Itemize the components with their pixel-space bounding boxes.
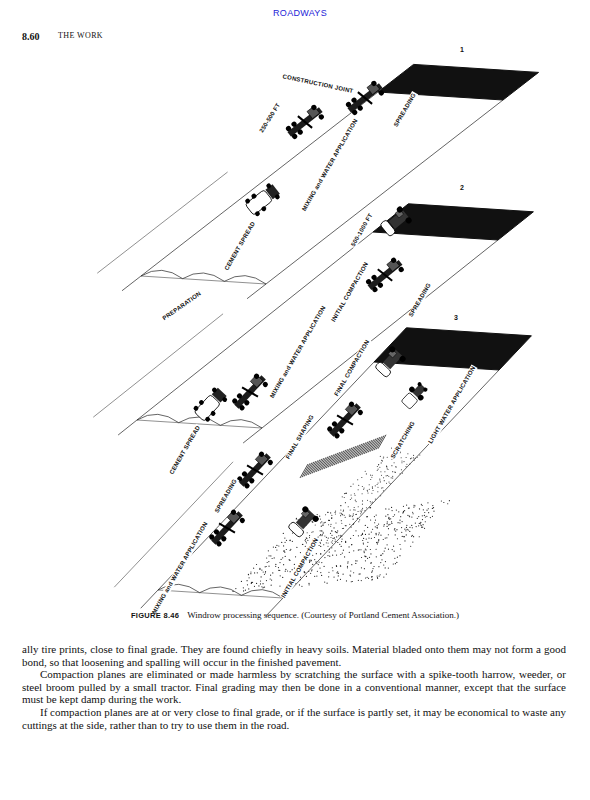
strip-end bbox=[158, 590, 283, 598]
scratched-surface bbox=[300, 435, 386, 478]
finished-pavement bbox=[374, 328, 531, 370]
figure-label: MIXING and WATER APPLICATION bbox=[268, 304, 327, 400]
roller-machine bbox=[286, 505, 320, 539]
roller-machine bbox=[373, 345, 407, 379]
grader-machine bbox=[325, 399, 365, 441]
figure-caption: Windrow processing sequence. (Courtesy o… bbox=[187, 610, 459, 620]
grader-machine bbox=[207, 507, 247, 549]
figure-label: PREPARATION bbox=[161, 290, 204, 323]
windrow-hump bbox=[224, 276, 266, 284]
body-paragraph: If compaction planes are at or very clos… bbox=[22, 706, 566, 731]
windrow-hump bbox=[183, 273, 225, 281]
figure-label: 250-500 FT bbox=[258, 101, 282, 135]
windrow-hump bbox=[200, 587, 242, 595]
finished-pavement bbox=[373, 204, 533, 240]
figure-label: 500-1000 FT bbox=[349, 211, 374, 248]
figure-label: SPREADING bbox=[213, 477, 239, 515]
grader-machine bbox=[235, 449, 275, 491]
figure-label: MIXING and WATER APPLICATION bbox=[150, 520, 209, 616]
figure-label: CONSTRUCTION JOINT bbox=[281, 73, 355, 95]
callout-number: 2 bbox=[459, 184, 465, 192]
windrow-hump bbox=[241, 590, 283, 598]
grader-machine bbox=[344, 79, 387, 118]
strip-edge bbox=[97, 172, 227, 273]
page-number: 8.60 bbox=[22, 31, 40, 42]
tractor-machine bbox=[399, 379, 430, 411]
strip-end bbox=[141, 276, 266, 284]
running-header: ROADWAYS bbox=[273, 9, 327, 19]
figure-label: INITIAL COMPACTION bbox=[280, 536, 321, 600]
grader-machine bbox=[364, 255, 406, 294]
body-paragraph: ally tire prints, close to final grade. … bbox=[22, 643, 566, 668]
figure-label: INITIAL COMPACTION bbox=[330, 260, 371, 324]
callout-number: 1 bbox=[459, 46, 465, 54]
strip-edge bbox=[247, 100, 503, 299]
strip-edge bbox=[122, 92, 378, 291]
body-paragraph: Compaction planes are eliminated or made… bbox=[22, 668, 566, 706]
windrow-hump bbox=[137, 414, 179, 422]
figure-label: SCRATCHING bbox=[389, 419, 417, 460]
road-strip bbox=[97, 64, 538, 298]
road-strip bbox=[114, 328, 531, 616]
finished-pavement bbox=[378, 64, 539, 100]
figure-label: CEMENT SPREAD bbox=[168, 424, 202, 477]
figure-label: LIGHT WATER APPLICATION bbox=[427, 364, 478, 446]
compacted-stipple bbox=[232, 448, 450, 592]
figure-label: FINAL SHAPING bbox=[284, 413, 316, 461]
truck-machine bbox=[243, 181, 283, 218]
figure-number: FIGURE 8.46 bbox=[131, 611, 179, 620]
callout-number: 3 bbox=[453, 314, 459, 322]
strip-edge bbox=[118, 232, 373, 435]
strip-edge bbox=[114, 462, 233, 587]
figure-label: CEMENT SPREAD bbox=[223, 220, 257, 273]
grader-machine bbox=[230, 371, 270, 413]
truck-machine bbox=[191, 385, 229, 424]
figure-label: FINAL COMPACTION bbox=[333, 338, 372, 398]
figure-label: SPREADING bbox=[407, 281, 433, 319]
body-text: ally tire prints, close to final grade. … bbox=[22, 643, 566, 731]
windrow-hump bbox=[220, 420, 262, 428]
figure-label: SPREADING bbox=[392, 91, 418, 129]
grader-machine bbox=[284, 103, 327, 142]
road-strip bbox=[93, 204, 533, 443]
figure-label: MIXING and WATER APPLICATION bbox=[300, 117, 359, 213]
caption-row: FIGURE 8.46 Windrow processing sequence. … bbox=[0, 604, 590, 622]
strip-edge bbox=[93, 314, 223, 417]
windrow-hump bbox=[179, 417, 221, 425]
section-name: THE WORK bbox=[58, 32, 103, 41]
strip-edge bbox=[266, 370, 499, 616]
roller-machine bbox=[378, 205, 412, 238]
windrow-hump bbox=[141, 270, 183, 278]
